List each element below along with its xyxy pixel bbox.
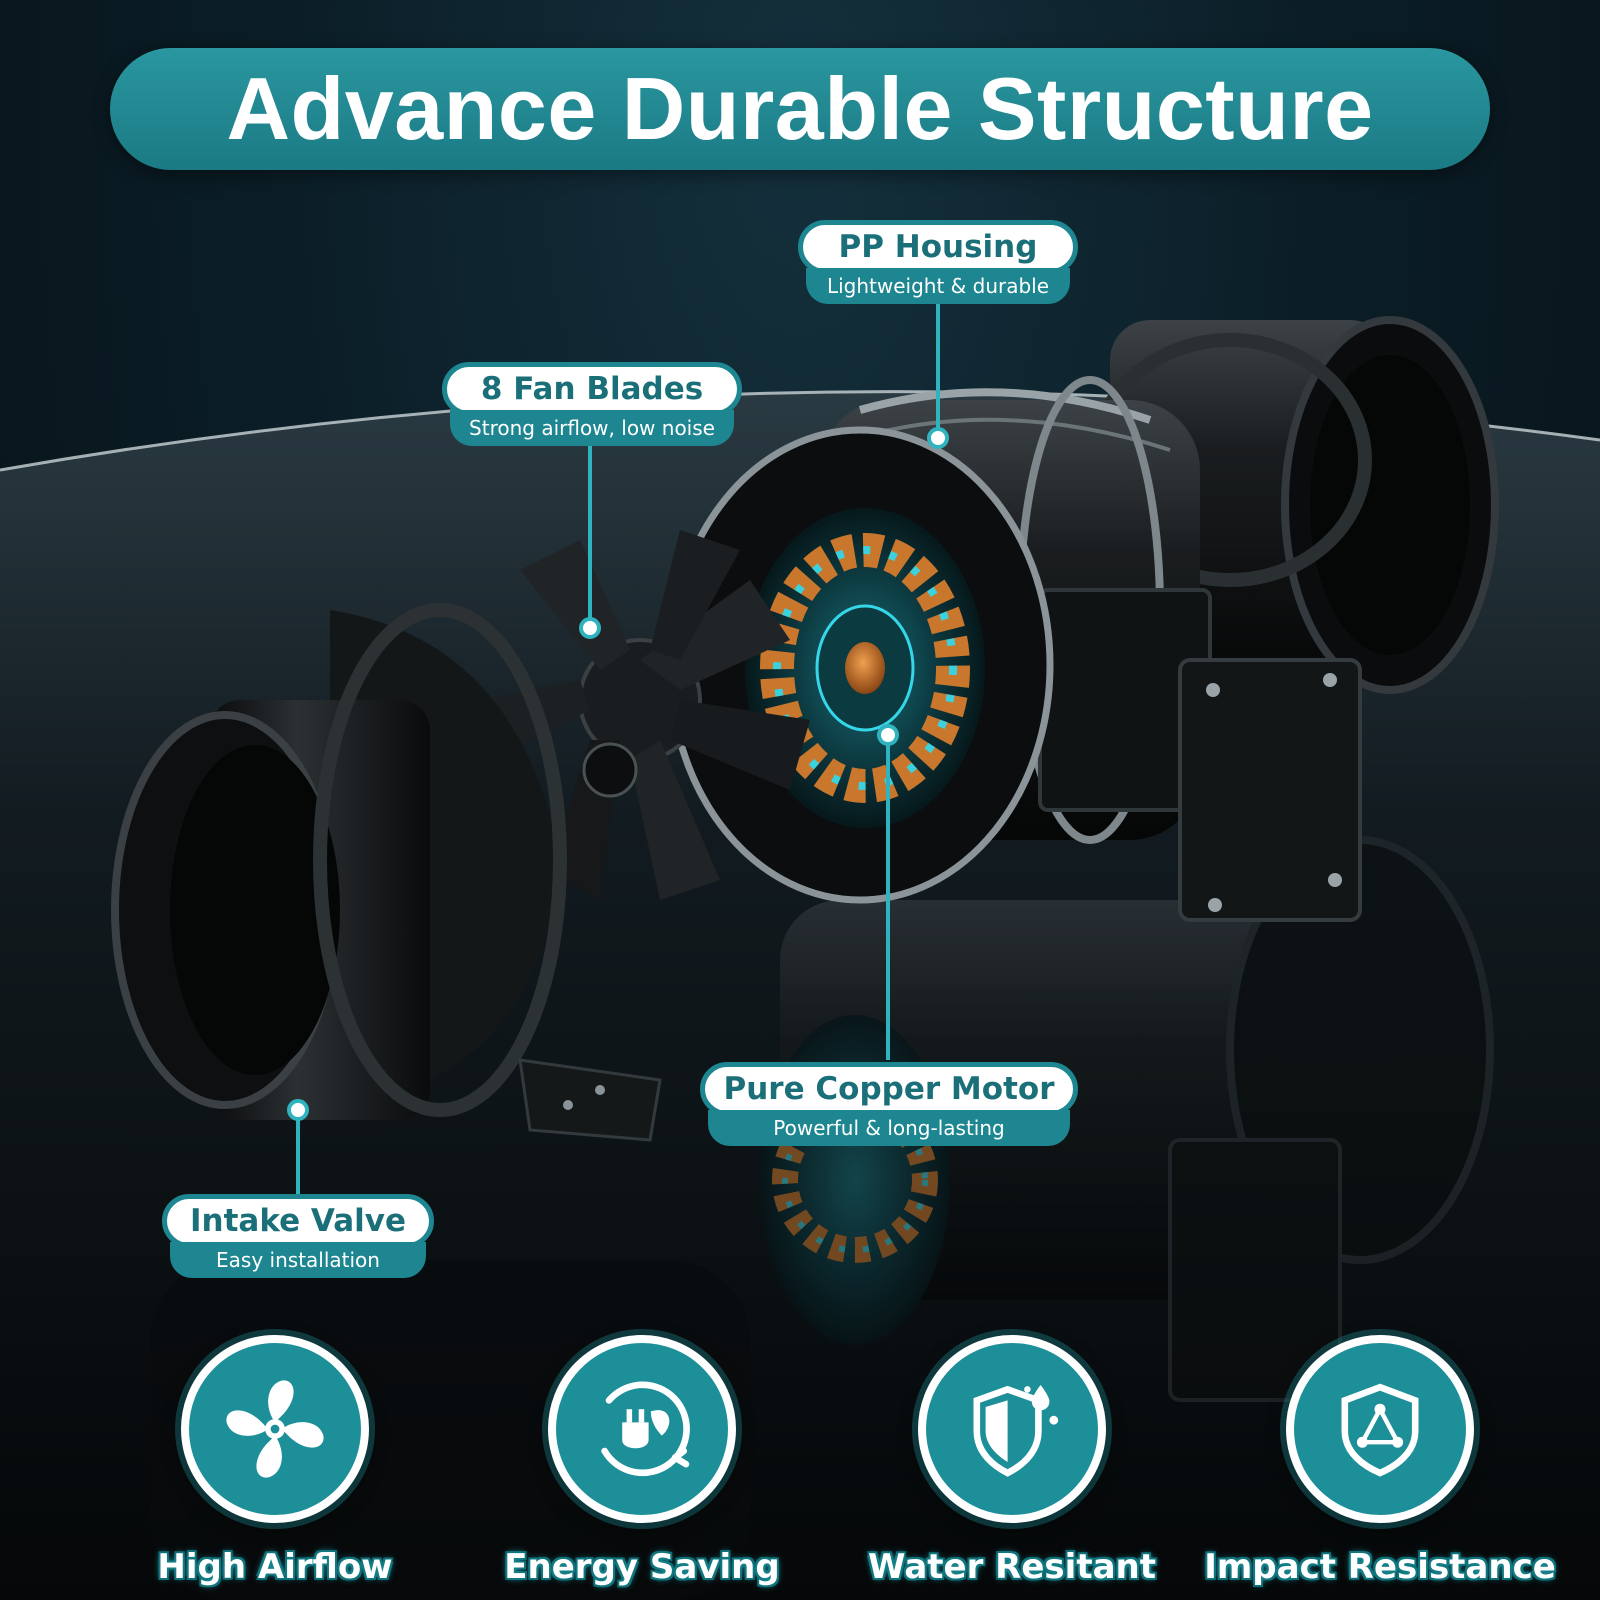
callout-copper-motor: Pure Copper Motor Powerful & long-lastin… [700,1062,1078,1146]
page-title: Advance Durable Structure [226,59,1374,158]
fan-icon [226,1380,324,1478]
callout-subtitle: Strong airflow, low noise [450,410,734,446]
callout-fan-blades: 8 Fan Blades Strong airflow, low noise [442,362,742,446]
feature-impact-resistance: Impact Resistance [1200,1335,1560,1587]
callout-subtitle: Lightweight & durable [806,268,1070,304]
callout-title: PP Housing [798,220,1078,274]
eco-plug-icon [601,1381,690,1477]
feature-label: Water Resitant [868,1547,1156,1587]
water-shield-icon [973,1385,1059,1477]
feature-water-resistant: Water Resitant [832,1335,1192,1587]
callout-title: Pure Copper Motor [700,1062,1078,1116]
feature-high-airflow: High Airflow [95,1335,455,1587]
feature-energy-saving: Energy Saving [462,1335,822,1587]
feature-label: Energy Saving [504,1547,780,1587]
impact-shield-icon [1341,1383,1419,1477]
callout-pp-housing: PP Housing Lightweight & durable [798,220,1078,304]
callout-title: Intake Valve [162,1194,434,1248]
callout-intake-valve: Intake Valve Easy installation [162,1194,434,1278]
callout-subtitle: Powerful & long-lasting [708,1110,1070,1146]
feature-row: High Airflow Energy Saving [0,1335,1600,1587]
feature-label: Impact Resistance [1204,1547,1556,1587]
callout-subtitle: Easy installation [170,1242,426,1278]
callout-title: 8 Fan Blades [442,362,742,416]
title-banner: Advance Durable Structure [110,48,1490,170]
feature-label: High Airflow [157,1547,393,1587]
